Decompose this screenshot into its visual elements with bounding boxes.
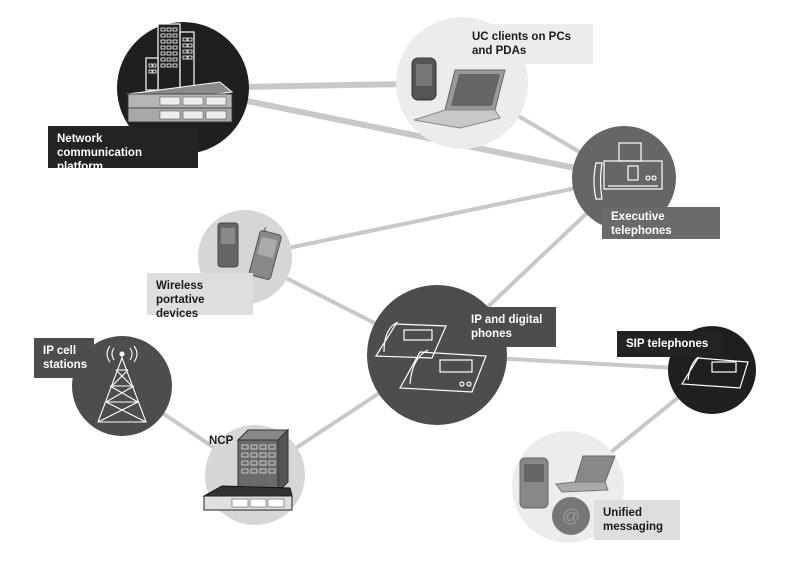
label-sip-telephones: SIP telephones (617, 331, 723, 357)
laptop-and-pda-icon (411, 57, 506, 129)
node-ncp-platform[interactable] (117, 22, 249, 154)
node-executive-telephones[interactable] (572, 126, 676, 230)
node-ncp[interactable] (202, 425, 305, 525)
cell-tower-icon (97, 345, 147, 423)
edge-ncp_platform-executive (182, 85, 625, 181)
label-network-communication-platform: Network communication platform (48, 126, 198, 173)
node-ip-digital-phones[interactable] (367, 285, 507, 425)
label-executive-telephones: Executive telephones (602, 207, 720, 239)
sip-phone-icon (680, 355, 749, 389)
edge-wireless-executive (244, 176, 625, 259)
mobile-phones-icon (217, 222, 282, 280)
label-ip-cell-stations: IP cell stations (34, 338, 94, 378)
label-uc-clients: UC clients on PCs and PDAs (463, 24, 593, 64)
desk-phones-icon (374, 321, 487, 393)
label-ip-and-digital-phones: IP and digital phones (462, 307, 556, 347)
label-wireless-portative-devices: Wireless portative devices (147, 273, 253, 320)
node-ip-cell-stations[interactable] (72, 336, 172, 436)
fax-telephone-icon (593, 142, 663, 200)
building-with-switch-icon (202, 428, 293, 511)
label-unified-messaging: Unified messaging (594, 500, 680, 540)
at-sign-icon: @ (562, 506, 580, 526)
messaging-devices-icon: @ (519, 455, 616, 535)
building-with-switch-icon (126, 23, 234, 123)
label-ncp: NCP (209, 435, 234, 447)
